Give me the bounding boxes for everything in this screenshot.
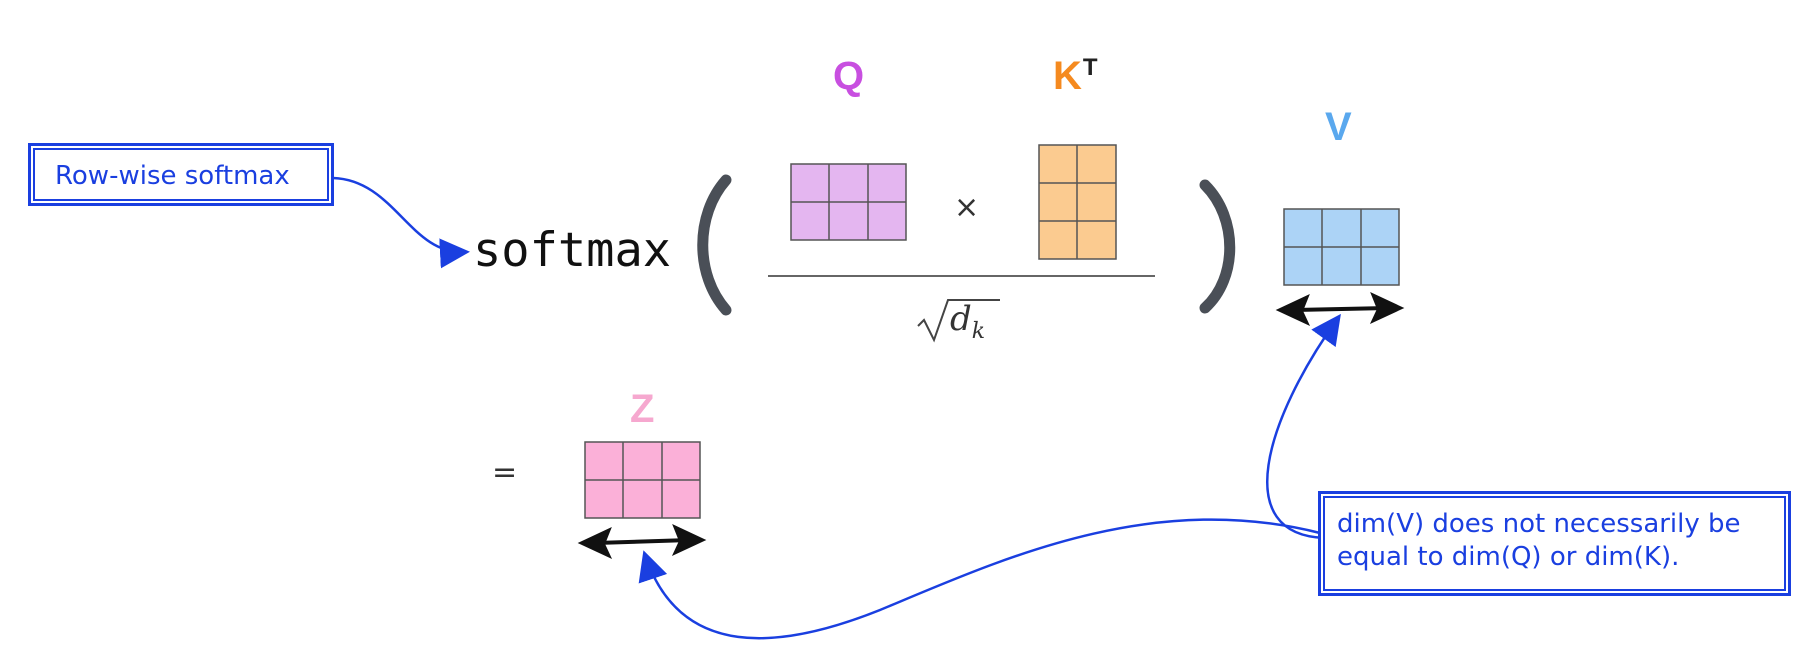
kt-matrix — [1038, 144, 1117, 260]
equals-sign: = — [492, 455, 518, 490]
transpose-superscript: T — [1082, 54, 1098, 81]
k-label: KT — [1053, 54, 1098, 99]
z-width-arrow — [577, 524, 707, 560]
right-paren — [1199, 179, 1236, 314]
v-width-arrow — [1275, 292, 1405, 327]
k-letter: K — [1053, 54, 1082, 98]
sqrt-d: d — [950, 299, 972, 339]
z-label: Z — [630, 387, 655, 431]
rowwise-softmax-text: Row-wise softmax — [55, 161, 290, 191]
dim-v-note-line1: dim(V) does not necessarily be — [1337, 509, 1741, 539]
sqrt-sign — [917, 299, 1000, 343]
v-matrix — [1283, 208, 1400, 286]
times-sign: × — [954, 190, 980, 225]
rowwise-softmax-note: Row-wise softmax — [28, 143, 334, 206]
z-matrix — [584, 441, 701, 519]
q-matrix — [790, 163, 907, 241]
sqrt-dk: dk — [950, 299, 985, 344]
dim-v-note-line2: equal to dim(Q) or dim(K). — [1337, 542, 1680, 572]
q-label: Q — [833, 54, 865, 98]
left-paren — [697, 174, 732, 316]
rowwise-connector — [332, 176, 470, 269]
v-label: V — [1325, 105, 1352, 149]
dim-connector-to-z — [638, 518, 1321, 640]
dim-v-note: dim(V) does not necessarily be equal to … — [1318, 491, 1791, 596]
dim-connector-to-v — [1266, 313, 1341, 540]
sqrt-k: k — [971, 318, 986, 344]
softmax-function-label: softmax — [473, 223, 672, 278]
